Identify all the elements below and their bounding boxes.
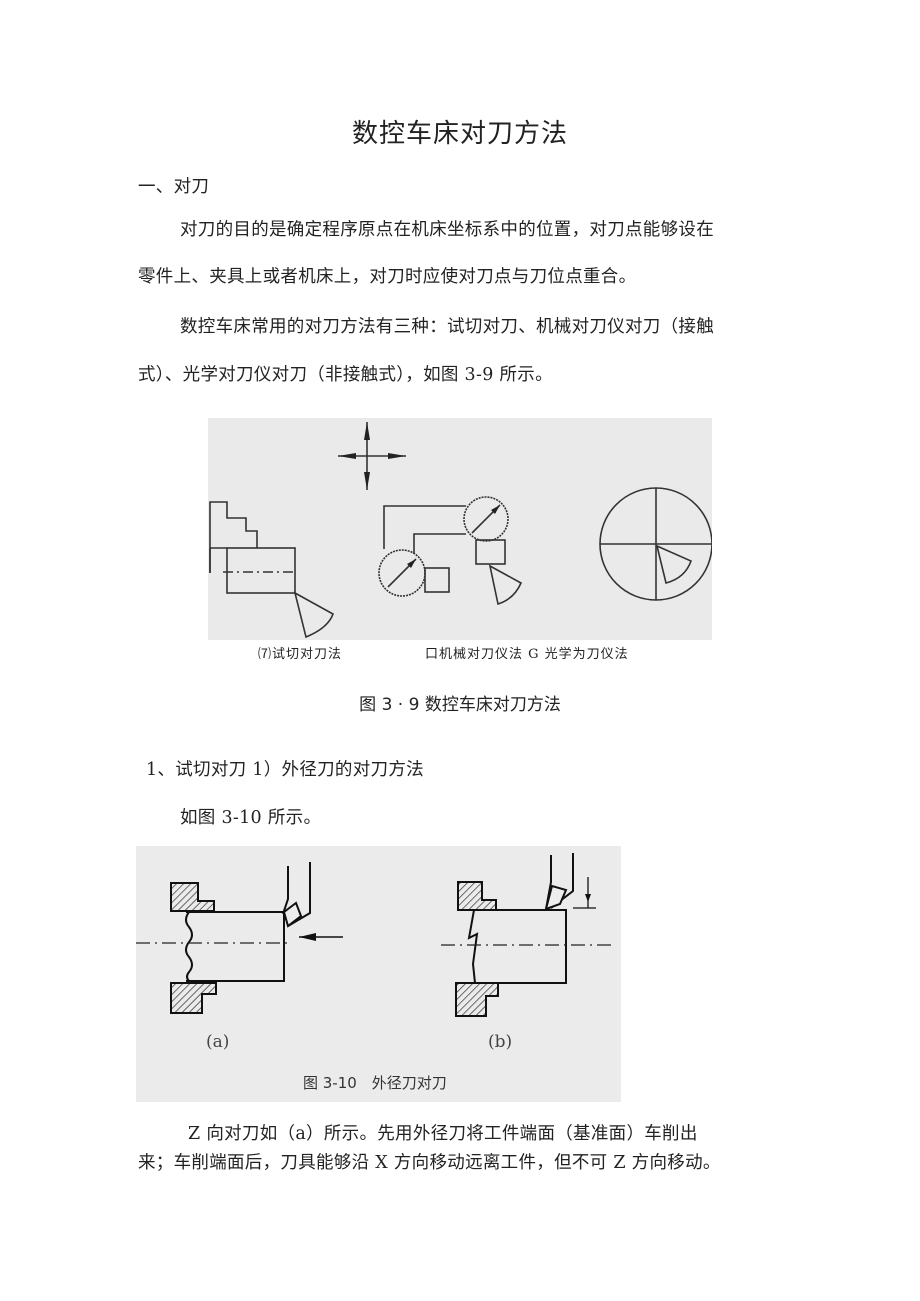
- figure-3-9-image: [208, 418, 712, 640]
- closing-paragraph-line-1: Z 向对刀如（a）所示。先用外径刀将工件端面（基准面）车削出: [188, 1124, 698, 1144]
- paragraph-2-line-1: 数控车床常用的对刀方法有三种：试切对刀、机械对刀仪对刀（接触: [180, 317, 714, 337]
- paragraph-1-line-1: 对刀的目的是确定程序原点在机床坐标系中的位置，对刀点能够设在: [180, 220, 714, 240]
- figure-3-9-caption: 图 3 · 9 数控车床对刀方法: [359, 695, 561, 715]
- document-title: 数控车床对刀方法: [351, 119, 568, 149]
- closing-paragraph-line-2: 来；车削端面后，刀具能够沿 X 方向移动远离工件，但不可 Z 方向移动。: [138, 1153, 721, 1173]
- paragraph-2-line-2: 式）、光学对刀仪对刀（非接触式），如图 3-9 所示。: [138, 365, 553, 385]
- figure-3-10-image: (a) (b) 图 3-10 外径刀对刀: [136, 846, 621, 1102]
- paragraph-1-line-2: 零件上、夹具上或者机床上，对刀时应使对刀点与刀位点重合。: [138, 267, 637, 287]
- figure-3-10-caption: 图 3-10 外径刀对刀: [303, 1074, 447, 1092]
- subsection-heading: 1、试切对刀 1）外径刀的对刀方法: [146, 760, 424, 780]
- figure-3-10-label-b: (b): [488, 1032, 512, 1052]
- outer-diameter-tool-setting-diagram: (a) (b) 图 3-10 外径刀对刀: [136, 853, 611, 1092]
- subsection-intro: 如图 3-10 所示。: [180, 808, 322, 828]
- tool-setting-methods-diagram: [209, 422, 712, 639]
- figure-3-9-subcaption-a: ⑺试切对刀法: [258, 647, 343, 662]
- figure-3-9-subcaption-bc: 口机械对刀仪法 G 光学为刀仪法: [425, 647, 629, 662]
- section-heading: 一、对刀: [138, 177, 210, 197]
- figure-3-10-label-a: (a): [206, 1032, 229, 1052]
